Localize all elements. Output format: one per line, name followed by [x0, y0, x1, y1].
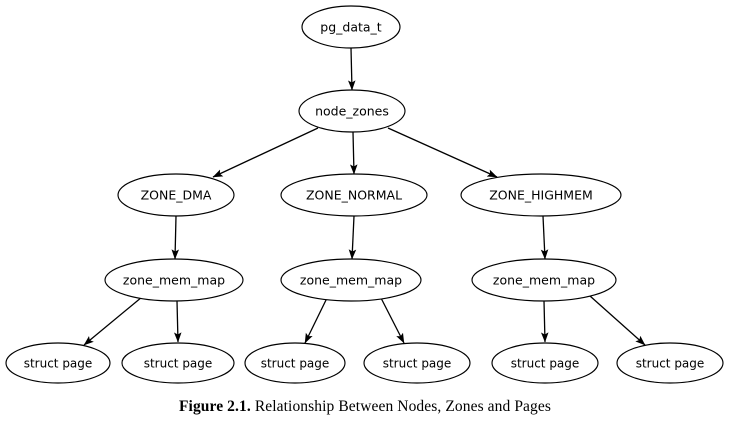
node-shape-zone_mem_map_2: [280, 258, 422, 302]
node-pg_data_t: pg_data_t: [301, 5, 401, 49]
node-shape-zone_mem_map_1: [104, 258, 244, 302]
edge-zone_mem_map_2-to-struct_page_4: [380, 297, 405, 344]
node-shape-struct_page_2: [121, 342, 235, 384]
node-zone_normal: ZONE_NORMAL: [280, 173, 428, 217]
edge-node_zones-to-zone_normal: [350, 131, 358, 175]
node-shape-pg_data_t: [301, 5, 401, 49]
node-struct_page_1: struct page: [5, 342, 111, 384]
node-shape-zone_mem_map_3: [471, 258, 617, 302]
edge-zone_mem_map_1-to-struct_page_1: [83, 296, 143, 346]
node-shape-struct_page_3: [244, 342, 346, 384]
node-zone_highmem: ZONE_HIGHMEM: [460, 173, 622, 217]
edge-node_zones-to-zone_dma: [212, 127, 319, 178]
node-zone_mem_map_2: zone_mem_map: [280, 258, 422, 302]
node-struct_page_4: struct page: [363, 342, 471, 384]
node-zone_dma: ZONE_DMA: [117, 173, 235, 217]
node-shape-zone_normal: [280, 173, 428, 217]
figure-caption: Figure 2.1.Relationship Between Nodes, Z…: [0, 398, 730, 416]
node-struct_page_6: struct page: [616, 342, 724, 384]
figure-caption-text: Relationship Between Nodes, Zones and Pa…: [254, 398, 552, 415]
node-shape-struct_page_6: [616, 342, 724, 384]
edge-pg_data_t-to-node_zones: [348, 47, 356, 91]
node-shape-node_zones: [298, 89, 406, 133]
node-struct_page_2: struct page: [121, 342, 235, 384]
node-zone_mem_map_3: zone_mem_map: [471, 258, 617, 302]
edge-zone_normal-to-zone_mem_map_2: [348, 215, 357, 260]
edge-zone_mem_map_1-to-struct_page_2: [173, 300, 182, 343]
edge-node_zones-to-zone_highmem: [387, 127, 498, 178]
node-shape-struct_page_1: [5, 342, 111, 384]
node-struct_page_5: struct page: [491, 342, 599, 384]
edge-zone_dma-to-zone_mem_map_1: [171, 215, 179, 260]
figure-caption-number: Figure 2.1.: [178, 398, 251, 415]
node-node_zones: node_zones: [298, 89, 406, 133]
node-shape-struct_page_4: [363, 342, 471, 384]
edges-layer: [83, 47, 646, 346]
node-shape-zone_highmem: [460, 173, 622, 217]
edge-zone_mem_map_3-to-struct_page_5: [540, 300, 549, 343]
edge-zone_mem_map_3-to-struct_page_6: [589, 295, 646, 346]
edge-zone_mem_map_2-to-struct_page_3: [304, 297, 328, 344]
node-zone_mem_map_1: zone_mem_map: [104, 258, 244, 302]
node-shape-struct_page_5: [491, 342, 599, 384]
edge-zone_highmem-to-zone_mem_map_3: [540, 215, 549, 260]
node-struct_page_3: struct page: [244, 342, 346, 384]
node-shape-zone_dma: [117, 173, 235, 217]
